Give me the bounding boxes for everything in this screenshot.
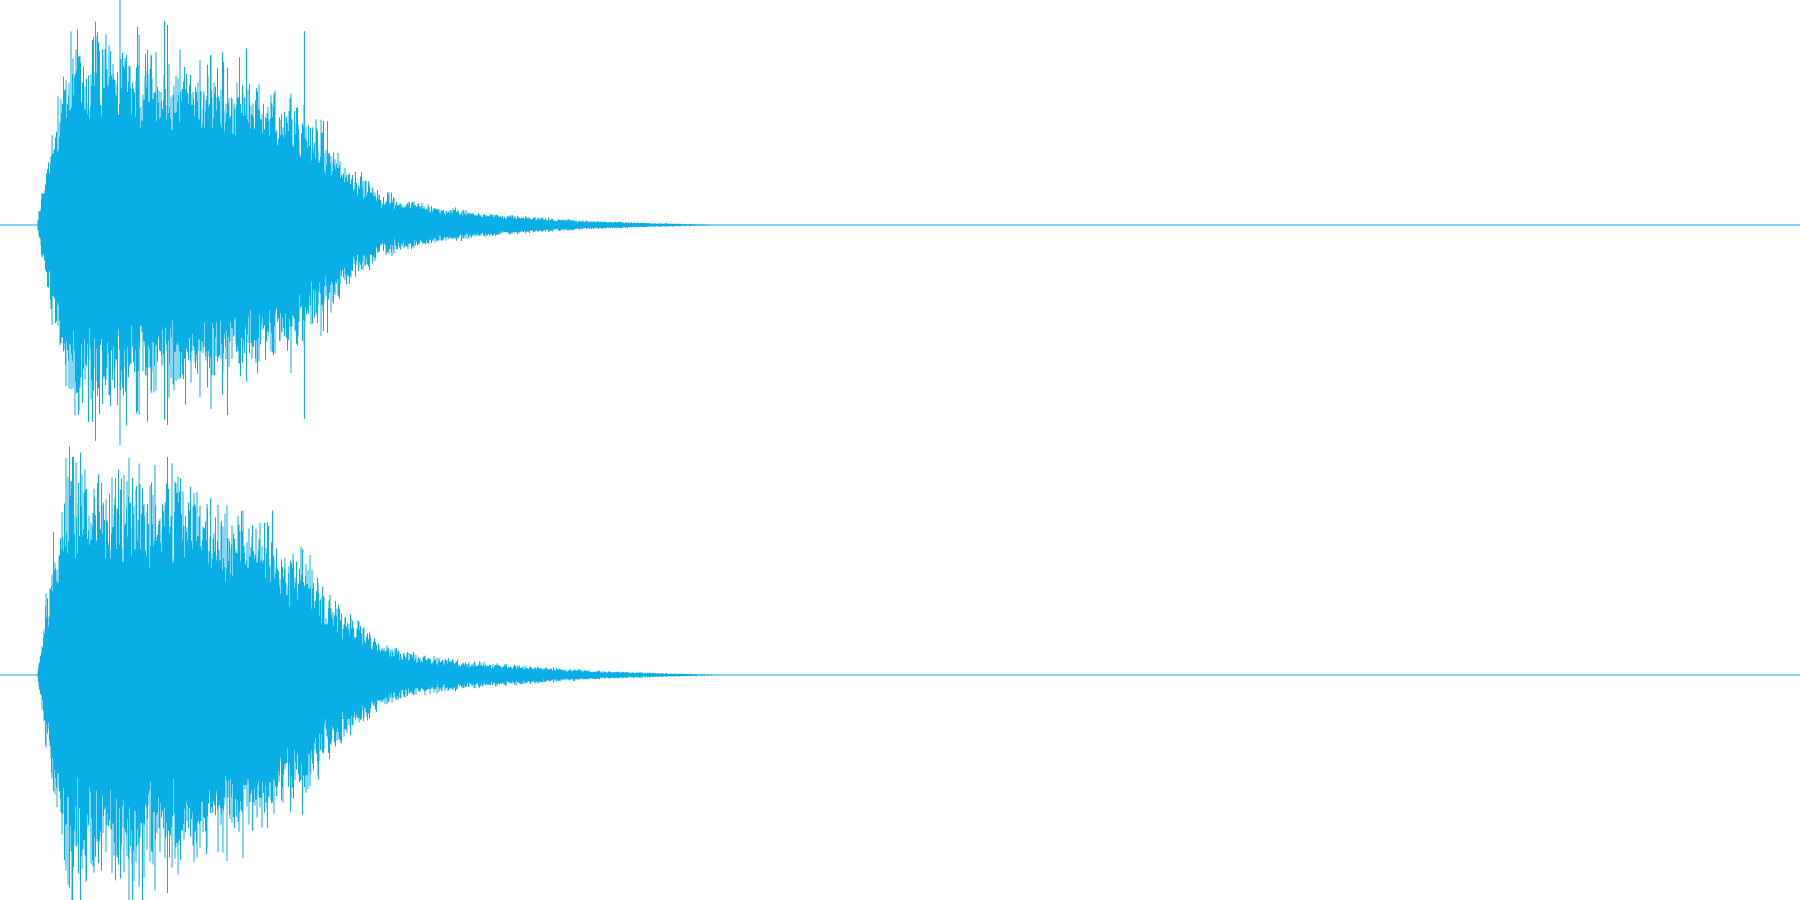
channel-right-samples	[37, 446, 741, 900]
channel-left-samples	[37, 0, 741, 446]
channel-right-waveform[interactable]	[0, 446, 1800, 900]
channel-left-waveform[interactable]	[0, 0, 1800, 446]
